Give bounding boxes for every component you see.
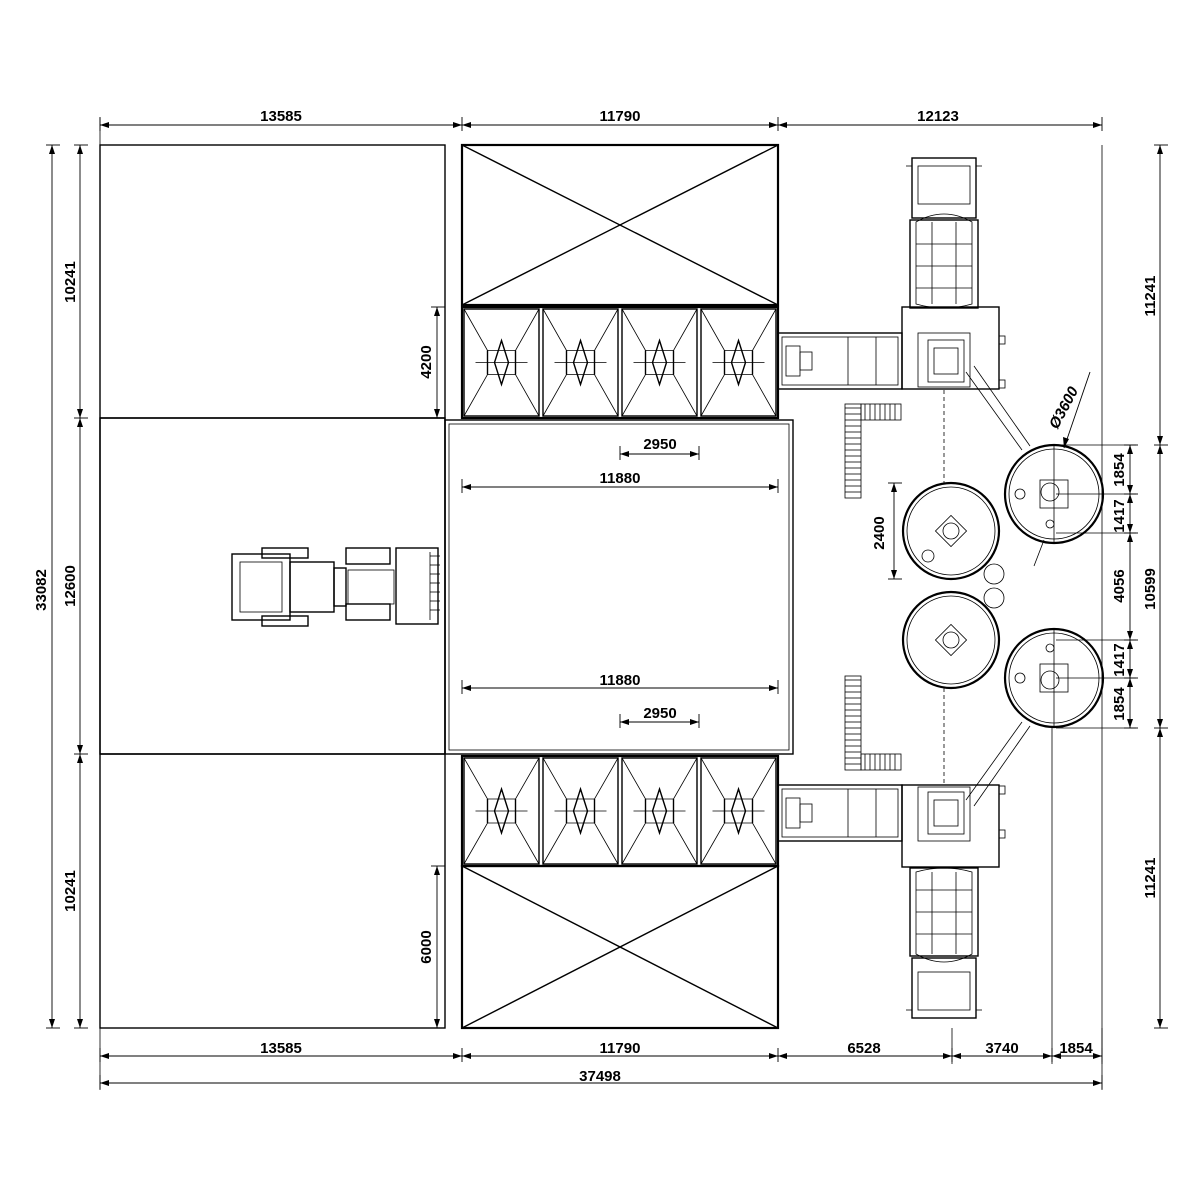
dim-bin-pitch-bot: 2950 (643, 705, 676, 722)
dim-bottom-r1: 6528 (847, 1040, 880, 1057)
truck-mixer-top (906, 157, 982, 309)
mixer-platform-bottom (901, 784, 1006, 868)
dim-inner-width-bot: 11880 (600, 672, 641, 689)
aggregate-bin (621, 308, 698, 417)
dim-right-bot: 11241 (1142, 858, 1159, 899)
aggregate-bin (542, 308, 619, 417)
dim-inner-width-top: 11880 (600, 470, 641, 487)
dim-bin-top-height: 4200 (418, 345, 435, 378)
dim-silo-r2: 1417 (1111, 499, 1128, 532)
dim-silo-r1: 1854 (1111, 453, 1128, 487)
dim-right-top: 11241 (1142, 276, 1159, 317)
dim-bottom-r3: 1854 (1059, 1040, 1093, 1057)
dim-silo-r3: 1417 (1111, 643, 1128, 676)
truck-mixer-bottom (906, 867, 982, 1019)
aggregate-bin (463, 757, 540, 865)
dimension-lines (46, 117, 1168, 1090)
mixer-platform-top (901, 306, 1006, 390)
dim-mixer-diameter: 2400 (871, 516, 888, 549)
mixer-bottom (901, 587, 1005, 690)
dim-bottom-left: 13585 (260, 1040, 302, 1057)
dim-left-mid: 12600 (62, 565, 79, 607)
aggregate-bins-top (460, 305, 780, 420)
screw-conveyors (943, 365, 1031, 807)
stockpile-top (460, 143, 780, 307)
dim-top-right: 12123 (917, 108, 959, 125)
dim-top-mid: 11790 (600, 108, 641, 125)
dim-bin-pitch-top: 2950 (643, 436, 676, 453)
dim-top-left: 13585 (260, 108, 302, 125)
aggregate-bin (700, 757, 777, 865)
conveyor-bottom (777, 784, 903, 842)
wheel-loader (231, 547, 440, 627)
aggregate-bins-bottom (460, 754, 780, 868)
stair-bottom (844, 675, 902, 771)
stockpile-bottom (460, 864, 780, 1030)
aggregate-bin (700, 308, 777, 417)
dim-overall-width: 37498 (579, 1068, 621, 1085)
dim-silo-diameter: Ø3600 (1046, 383, 1082, 431)
aggregate-bin (463, 308, 540, 417)
mixer-top (901, 481, 1005, 585)
dim-overall-height: 33082 (33, 569, 50, 611)
dim-left-bot: 10241 (62, 870, 79, 912)
aggregate-bin (542, 757, 619, 865)
storage-area-left (99, 144, 446, 1029)
dim-silo-r4: 1854 (1111, 687, 1128, 721)
dim-right-mid: 10599 (1142, 568, 1159, 610)
aggregate-bin (621, 757, 698, 865)
loading-area (99, 417, 794, 755)
dim-bottom-r2: 3740 (985, 1040, 1018, 1057)
stair-top (844, 403, 902, 499)
conveyor-top (777, 332, 903, 390)
dim-bottom-mid: 11790 (600, 1040, 641, 1057)
dim-silo-gap: 4056 (1111, 569, 1128, 602)
dim-bin-bot-height: 6000 (418, 930, 435, 963)
dim-left-top: 10241 (62, 261, 79, 303)
